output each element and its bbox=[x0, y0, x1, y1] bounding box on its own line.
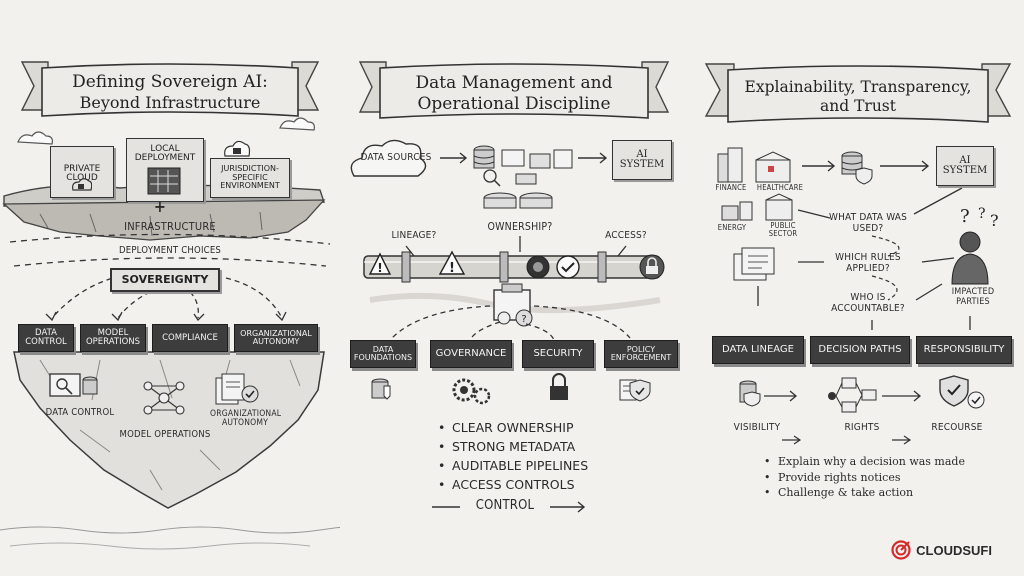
pillar-data-control: Data Control bbox=[18, 324, 74, 352]
panel1-title-line2: Beyond Infrastructure bbox=[52, 93, 288, 113]
cloud-lock-icon-2 bbox=[222, 136, 252, 160]
bullet-strong-metadata: Strong Metadata bbox=[438, 437, 588, 456]
ai-system-box: AI System bbox=[612, 140, 672, 180]
pillar-decision-paths: Decision Paths bbox=[810, 336, 910, 364]
pillar-data-foundations-label: Data Foundations bbox=[351, 346, 415, 363]
svg-text:!: ! bbox=[449, 261, 455, 276]
bullet-challenge-action: Challenge & take action bbox=[764, 485, 965, 501]
pillar-policy-enforcement-label: Policy Enforcement bbox=[605, 346, 677, 363]
pillar-organizational-autonomy-label: Organizational Autonomy bbox=[235, 330, 317, 347]
panel-explainability: ? ? ? Explainability, Transparency, and … bbox=[692, 0, 1024, 576]
svg-text:?: ? bbox=[978, 206, 986, 222]
svg-text:?: ? bbox=[990, 211, 999, 230]
under-model-operations: Model Operations bbox=[110, 430, 220, 440]
documents-check-icon bbox=[212, 372, 260, 406]
pillar-decision-paths-label: Decision Paths bbox=[818, 345, 901, 356]
under-organizational-autonomy: Organizational Autonomy bbox=[210, 410, 280, 429]
pillar-policy-enforcement: Policy Enforcement bbox=[604, 340, 678, 368]
svg-text:?: ? bbox=[960, 206, 970, 227]
panel2-bullet-list: Clear Ownership Strong Metadata Auditabl… bbox=[438, 418, 588, 494]
pillar-data-foundations: Data Foundations bbox=[350, 340, 416, 368]
panel2-title-line1: Data Management and bbox=[392, 73, 636, 94]
sector-energy: Energy bbox=[710, 224, 754, 232]
pillar-security: Security bbox=[522, 340, 594, 368]
jurisdiction-environment-label: Jurisdiction-Specific Environment bbox=[211, 165, 289, 190]
outcome-recourse: Recourse bbox=[922, 422, 992, 433]
sovereignty-box: Sovereignty bbox=[110, 268, 220, 292]
data-control-icon bbox=[48, 370, 100, 404]
outcome-rights: Rights bbox=[832, 422, 892, 433]
impacted-parties-label: Impacted Parties bbox=[938, 288, 1008, 308]
pillar-model-operations: Model Operations bbox=[80, 324, 146, 352]
logo-text: CLOUDSUFI bbox=[916, 543, 992, 558]
panel1-title-line1: Defining Sovereign AI: bbox=[52, 72, 288, 93]
pillar-governance-label: Governance bbox=[436, 349, 507, 360]
local-deployment-label: Local Deployment bbox=[127, 145, 203, 164]
pillar-governance: Governance bbox=[430, 340, 512, 368]
svg-text:!: ! bbox=[377, 261, 382, 275]
sector-public-sector: Public Sector bbox=[762, 222, 804, 239]
question-who-accountable: Who is accountable? bbox=[826, 292, 910, 314]
question-ownership: Ownership? bbox=[470, 222, 570, 234]
network-icon bbox=[142, 378, 186, 418]
outcome-visibility: Visibility bbox=[722, 422, 792, 433]
target-logo-icon bbox=[891, 540, 911, 560]
ai-system-label-2: AI System bbox=[937, 156, 993, 177]
data-sources-label: Data Sources bbox=[358, 152, 434, 163]
question-which-rules: Which rules applied? bbox=[828, 252, 908, 274]
pillar-data-control-label: Data Control bbox=[19, 329, 73, 347]
control-label: Control bbox=[460, 499, 550, 513]
bullet-explain-decision: Explain why a decision was made bbox=[764, 454, 965, 470]
jurisdiction-environment-box: Jurisdiction-Specific Environment bbox=[210, 158, 290, 198]
panel3-title: Explainability, Transparency, and Trust bbox=[736, 78, 980, 117]
ai-system-box-2: AI System bbox=[936, 146, 994, 186]
question-access: Access? bbox=[586, 230, 666, 241]
plus-sign: + bbox=[148, 198, 172, 216]
bullet-auditable-pipelines: Auditable Pipelines bbox=[438, 456, 588, 475]
pillar-responsibility-label: Responsibility bbox=[924, 345, 1005, 356]
panel-sovereign-ai: Defining Sovereign AI: Beyond Infrastruc… bbox=[0, 0, 340, 576]
panel1-title: Defining Sovereign AI: Beyond Infrastruc… bbox=[52, 72, 288, 113]
question-lineage: Lineage? bbox=[374, 230, 454, 241]
pillar-organizational-autonomy: Organizational Autonomy bbox=[234, 324, 318, 352]
svg-text:?: ? bbox=[521, 314, 526, 325]
sovereignty-label: Sovereignty bbox=[122, 274, 209, 286]
panel3-title-line1: Explainability, Transparency, bbox=[736, 78, 980, 97]
panel-data-management: ! ! ? bbox=[340, 0, 692, 576]
panel3-title-line2: and Trust bbox=[736, 97, 980, 116]
cloudsufi-logo: CLOUDSUFI bbox=[891, 540, 992, 560]
bullet-rights-notices: Provide rights notices bbox=[764, 470, 965, 486]
cloud-lock-icon bbox=[70, 176, 92, 192]
infrastructure-label: Infrastructure bbox=[60, 221, 280, 233]
panel2-title: Data Management and Operational Discipli… bbox=[392, 73, 636, 116]
pillar-data-lineage-label: Data Lineage bbox=[722, 345, 794, 356]
sector-healthcare: Healthcare bbox=[750, 184, 810, 192]
pillar-compliance: Compliance bbox=[152, 324, 228, 352]
bullet-clear-ownership: Clear Ownership bbox=[438, 418, 588, 437]
pillar-compliance-label: Compliance bbox=[162, 334, 218, 343]
question-what-data: What data was used? bbox=[828, 212, 908, 234]
panel2-title-line2: Operational Discipline bbox=[392, 94, 636, 115]
panel3-bullet-list: Explain why a decision was made Provide … bbox=[764, 454, 965, 501]
ai-system-label: AI System bbox=[613, 150, 671, 171]
deployment-choices-label: Deployment Choices bbox=[60, 246, 280, 256]
pillar-model-operations-label: Model Operations bbox=[81, 329, 145, 347]
bullet-access-controls: Access Controls bbox=[438, 475, 588, 494]
sector-finance: Finance bbox=[706, 184, 756, 192]
pillar-responsibility: Responsibility bbox=[916, 336, 1012, 364]
under-data-control: Data Control bbox=[30, 408, 130, 418]
server-rack-icon bbox=[146, 166, 182, 196]
pillar-security-label: Security bbox=[533, 349, 582, 360]
pillar-data-lineage: Data Lineage bbox=[712, 336, 804, 364]
